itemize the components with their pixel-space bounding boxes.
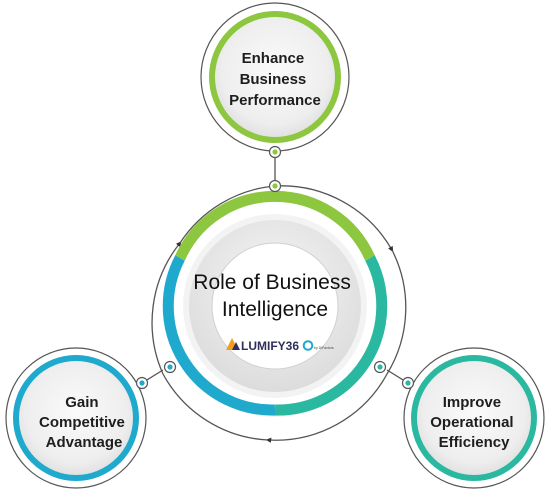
node-left-disc <box>13 355 139 481</box>
dot-top-ring <box>268 179 282 193</box>
dot-right-node <box>401 376 415 390</box>
lumify360-logo: LUMIFY36 by DiFactors <box>226 338 334 353</box>
center-ring-green <box>174 190 376 261</box>
cycle-arc-bottom-left <box>162 373 269 441</box>
cycle-arrow-bottom <box>265 373 388 443</box>
center-ring-blue <box>162 255 276 416</box>
center-ring-teal <box>274 255 388 416</box>
dot-top-node <box>268 145 282 159</box>
cycle-arc-top-left <box>179 185 276 244</box>
cycle-arrow-left <box>151 240 182 375</box>
node-top: Enhance Business Performance <box>200 2 350 152</box>
logo-mark-accent-icon <box>232 342 240 350</box>
cycle-arrow-top-right <box>274 185 394 253</box>
outer-cycle-ring <box>151 185 407 443</box>
node-top-disc <box>209 11 341 143</box>
logo-wordmark: LUMIFY36 <box>241 339 299 353</box>
dot-right-ring <box>373 360 387 374</box>
node-left-label: Gain Competitive Advantage <box>39 394 129 451</box>
dot-left-ring <box>163 360 177 374</box>
center-hub-core <box>211 242 339 370</box>
center-hub: Role of Business Intelligence LUMIFY36 b… <box>162 190 388 417</box>
node-right-label: Improve Operational Efficiency <box>430 394 518 451</box>
node-left: Gain Competitive Advantage <box>5 347 147 489</box>
center-title: Role of Business Intelligence <box>193 271 356 321</box>
node-right: Improve Operational Efficiency <box>403 347 545 489</box>
cycle-arc-right <box>386 249 407 375</box>
node-right-disc <box>411 355 537 481</box>
node-top-label: Enhance Business Performance <box>229 50 321 109</box>
junction-dots <box>135 145 415 390</box>
logo-byline: by DiFactors <box>314 346 334 350</box>
logo-zero-ring-icon <box>302 340 314 351</box>
dot-left-node <box>135 376 149 390</box>
